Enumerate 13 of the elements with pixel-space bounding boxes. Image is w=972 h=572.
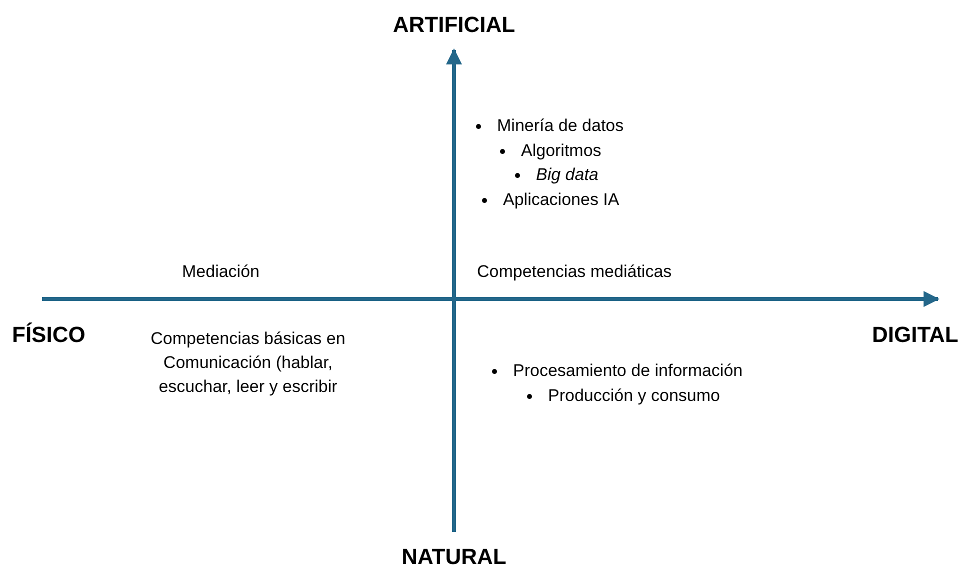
quadrant-label: Mediación	[182, 261, 260, 283]
list-item: Producción y consumo	[548, 385, 720, 407]
quadrant-label: Competencias mediáticas	[477, 261, 672, 283]
list-item: Aplicaciones IA	[503, 189, 620, 211]
list-item: Minería de datos	[497, 115, 624, 137]
list-item: Procesamiento de información	[513, 360, 743, 382]
axis-label: NATURAL	[402, 546, 506, 568]
list-item: Algoritmos	[521, 140, 602, 162]
list-item: Big data	[536, 164, 598, 186]
quadrant-text: Competencias básicas en Comunicación (hablar, escuchar, leer y escribir	[150, 328, 346, 398]
axis-label: FÍSICO	[12, 324, 86, 346]
axis-label: DIGITAL	[872, 324, 958, 346]
axis-label: ARTIFICIAL	[392, 14, 516, 36]
